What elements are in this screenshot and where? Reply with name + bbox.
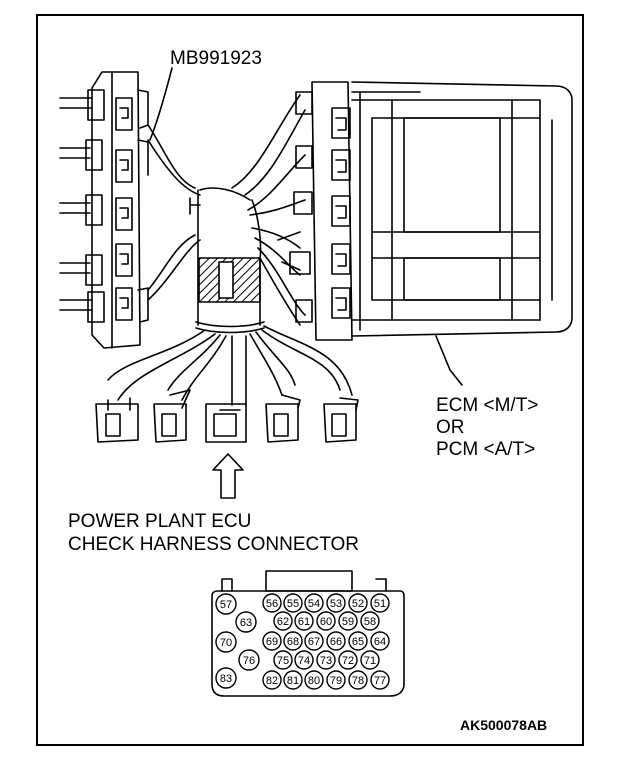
check-harness-label-line1: POWER PLANT ECU <box>68 511 252 532</box>
pin-80-circle <box>304 670 324 690</box>
pin-67-label: 67 <box>308 636 320 648</box>
pin-55-label: 55 <box>287 598 299 610</box>
pin-77-circle <box>370 670 390 690</box>
pin-64-label: 64 <box>374 636 386 648</box>
pin-53-circle <box>326 593 346 613</box>
tool-leader-line <box>149 67 173 141</box>
pin-72-label: 72 <box>342 655 354 667</box>
pin-68-circle <box>283 631 303 651</box>
pin-60-label: 60 <box>320 616 332 628</box>
pin-77-label: 77 <box>374 675 386 687</box>
pin-73-circle <box>316 650 336 670</box>
pin-face-outline <box>211 570 405 697</box>
tool-part-number-label: MB991923 <box>170 48 262 69</box>
pin-78-circle <box>348 670 368 690</box>
left-connector-block <box>85 71 149 349</box>
pin-82-label: 82 <box>266 675 278 687</box>
pin-64-circle <box>370 631 390 651</box>
harness-window <box>218 261 234 299</box>
ecm-label-line3: PCM <A/T> <box>436 439 536 460</box>
ecm-leader-line <box>435 335 463 386</box>
pin-57-circle <box>215 593 237 615</box>
pin-65-circle <box>348 631 368 651</box>
pin-71-circle <box>360 650 380 670</box>
pin-72-circle <box>338 650 358 670</box>
pin-52-label: 52 <box>352 598 364 610</box>
pin-66-circle <box>326 631 346 651</box>
pin-74-label: 74 <box>298 655 310 667</box>
pin-54-label: 54 <box>308 598 320 610</box>
ecm-connector-body <box>289 81 573 341</box>
check-harness-label-line2: CHECK HARNESS CONNECTOR <box>68 534 360 555</box>
pin-59-label: 59 <box>342 616 354 628</box>
pin-66-label: 66 <box>330 636 342 648</box>
pin-79-label: 79 <box>330 675 342 687</box>
pin-67-circle <box>304 631 324 651</box>
pin-71-label: 71 <box>364 655 376 667</box>
pin-63-label: 63 <box>240 617 252 629</box>
pin-61-circle <box>294 611 314 631</box>
pin-52-circle <box>348 593 368 613</box>
pin-76-circle <box>238 649 260 671</box>
pin-82-circle <box>262 670 282 690</box>
pin-68-label: 68 <box>287 636 299 648</box>
diagram-frame <box>36 14 584 746</box>
pin-73-label: 73 <box>320 655 332 667</box>
pin-58-circle <box>360 611 380 631</box>
pin-62-circle <box>273 611 293 631</box>
pin-74-circle <box>294 650 314 670</box>
pin-58-label: 58 <box>364 616 376 628</box>
pin-51-circle <box>370 593 390 613</box>
harness-left-branch <box>147 124 201 301</box>
pin-57-label: 57 <box>220 599 232 611</box>
up-arrow-icon <box>212 453 244 499</box>
ecm-label-line2: OR <box>436 417 465 438</box>
pin-63-circle <box>235 611 257 633</box>
pin-83-label: 83 <box>220 673 232 685</box>
pin-54-circle <box>304 593 324 613</box>
ecm-label-line1: ECM <M/T> <box>436 395 539 416</box>
pin-70-circle <box>215 631 237 653</box>
pin-78-label: 78 <box>352 675 364 687</box>
pin-81-label: 81 <box>287 675 299 687</box>
harness-clamp <box>195 321 265 334</box>
pin-61-label: 61 <box>298 616 310 628</box>
pin-51-label: 51 <box>374 598 386 610</box>
pin-56-circle <box>262 593 282 613</box>
pin-56-label: 56 <box>266 598 278 610</box>
pin-59-circle <box>338 611 358 631</box>
pin-69-label: 69 <box>266 636 278 648</box>
harness-right-branch <box>231 94 306 326</box>
pin-60-circle <box>316 611 336 631</box>
left-harness-wires <box>59 97 93 311</box>
pin-75-label: 75 <box>277 655 289 667</box>
figure-id: AK500078AB <box>460 717 548 733</box>
lower-connectors <box>95 389 359 443</box>
pin-69-circle <box>262 631 282 651</box>
pin-79-circle <box>326 670 346 690</box>
pin-53-label: 53 <box>330 598 342 610</box>
pin-65-label: 65 <box>352 636 364 648</box>
pin-83-circle <box>215 667 237 689</box>
pin-70-label: 70 <box>220 637 232 649</box>
pin-80-label: 80 <box>308 675 320 687</box>
pin-55-circle <box>283 593 303 613</box>
pin-75-circle <box>273 650 293 670</box>
harness-lower-branches <box>107 325 353 406</box>
connector-pins: 57 63 70 76 83 56 55 54 53 52 51 62 61 60 59 58 69 68 67 66… <box>215 593 390 690</box>
pin-81-circle <box>283 670 303 690</box>
pin-62-label: 62 <box>277 616 289 628</box>
pin-76-label: 76 <box>243 655 255 667</box>
